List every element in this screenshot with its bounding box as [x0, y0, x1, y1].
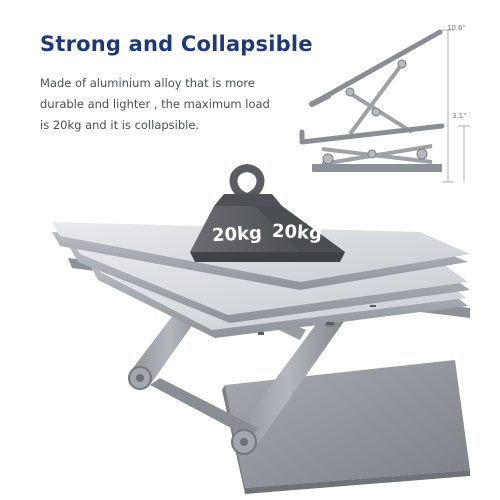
- weight-label-right: 20kg: [271, 220, 323, 245]
- kettlebell-weight-icon: [190, 163, 345, 262]
- weight-label-left: 20kg: [211, 222, 263, 247]
- extended-stand: [309, 29, 443, 136]
- collapsed-stand: [299, 123, 445, 172]
- page-title: Strong and Collapsible: [40, 32, 313, 56]
- max-height-label: 10.6": [447, 24, 466, 32]
- min-height-label: 3.1": [452, 112, 467, 120]
- collapsed-stand-diagram: [299, 29, 470, 183]
- feature-description: Made of aluminium alloy that is more dur…: [40, 76, 270, 132]
